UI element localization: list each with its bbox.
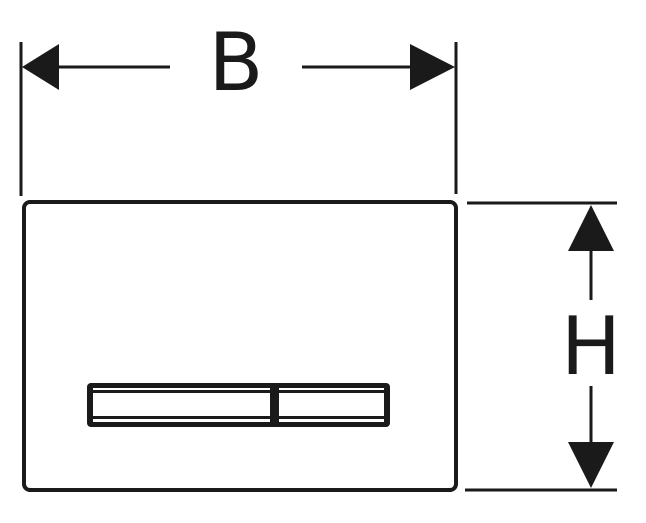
width-dimension: B bbox=[19, 16, 458, 196]
arrow-down-icon bbox=[568, 442, 614, 488]
plate-outline bbox=[22, 200, 458, 492]
button-small bbox=[279, 388, 384, 422]
arrow-up-icon bbox=[568, 205, 614, 251]
arrow-right-icon bbox=[410, 44, 455, 90]
width-label: B bbox=[209, 16, 264, 109]
height-dimension: H bbox=[465, 201, 621, 492]
height-label: H bbox=[561, 300, 621, 393]
flush-button-assembly bbox=[87, 383, 390, 427]
button-large bbox=[93, 388, 270, 422]
arrow-left-icon bbox=[22, 44, 59, 90]
